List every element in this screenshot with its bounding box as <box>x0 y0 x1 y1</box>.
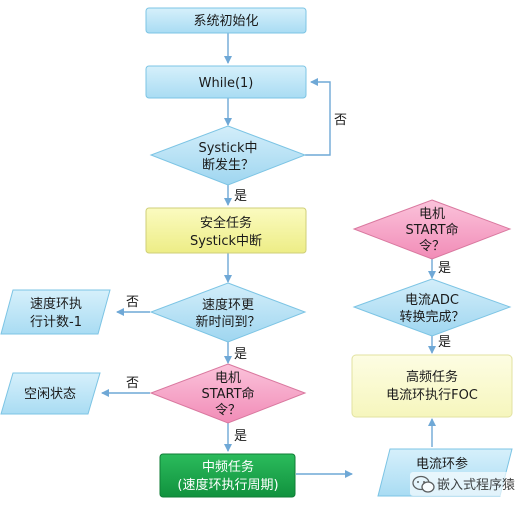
decision-motor-start-right: 电机 START命 令？ <box>352 199 512 260</box>
node-high-freq-text-2: 电流环执行FOC <box>386 388 478 403</box>
label-yes-motor-left: 是 <box>234 429 247 444</box>
decision-motor-right-text-1: 电机 <box>419 207 445 222</box>
node-speed-count-text-1: 速度环执 <box>30 296 82 312</box>
decision-motor-left-text-1: 电机 <box>215 371 241 386</box>
connectors <box>101 33 436 478</box>
node-mid-freq-text-1: 中频任务 <box>202 459 254 475</box>
decision-motor-left-text-3: 令？ <box>215 403 241 418</box>
decision-adc-text-2: 转换完成？ <box>399 310 464 325</box>
label-yes-adc: 是 <box>438 335 451 350</box>
decision-speed-text-1: 速度环更 <box>202 297 254 313</box>
decision-systick-text-2: 断发生？ <box>202 157 254 173</box>
decision-speed-text-2: 新时间到？ <box>195 314 260 330</box>
decision-adc-text-1: 电流ADC <box>405 293 459 308</box>
node-speed-loop-count: 速度环执 行计数-1 <box>0 289 111 335</box>
decision-systick-text-1: Systick中 <box>198 141 257 156</box>
edge-labels: 否 是 否 是 否 是 是 是 <box>126 113 451 444</box>
node-idle-text: 空闲状态 <box>24 387 76 402</box>
node-idle-state: 空闲状态 <box>0 372 101 415</box>
decision-motor-start-left: 电机 START命 令？ <box>149 363 307 424</box>
node-init: 系统初始化 <box>145 7 307 34</box>
watermark-text: 嵌入式程序猿 <box>437 478 515 493</box>
decision-motor-right-text-2: START命 <box>405 222 458 238</box>
node-safety-text-2: Systick中断 <box>190 234 262 249</box>
decision-motor-right-text-3: 令？ <box>419 239 445 254</box>
node-current-param-text-1: 电流环参 <box>416 456 468 472</box>
node-speed-count-text-2: 行计数-1 <box>30 315 82 330</box>
label-yes-systick: 是 <box>234 189 247 204</box>
node-init-text: 系统初始化 <box>193 14 258 29</box>
label-no-motor-left: 否 <box>126 376 139 391</box>
node-high-freq-text-1: 高频任务 <box>406 369 458 385</box>
chat-bubble-icon <box>412 475 435 493</box>
label-no-systick: 否 <box>334 113 347 128</box>
label-yes-motor-right: 是 <box>438 261 451 276</box>
node-while-loop: While(1) <box>145 65 307 99</box>
node-high-freq-task: 高频任务 电流环执行FOC <box>351 354 513 418</box>
node-safety-task: 安全任务 Systick中断 <box>145 207 307 254</box>
label-yes-speed: 是 <box>234 347 247 362</box>
node-mid-freq-task: 中频任务 (速度环执行周期) <box>159 453 296 498</box>
node-while-text: While(1) <box>199 76 254 91</box>
watermark: 嵌入式程序猿 <box>410 472 524 496</box>
label-no-speed: 否 <box>126 295 139 310</box>
decision-adc-complete: 电流ADC 转换完成？ <box>352 278 512 337</box>
node-mid-freq-text-2: (速度环执行周期) <box>177 477 278 493</box>
arrow-systick-no-loop <box>305 78 331 156</box>
decision-speed-loop-update: 速度环更 新时间到？ <box>149 282 307 343</box>
decision-systick-interrupt: Systick中 断发生？ <box>149 125 307 186</box>
node-safety-text-1: 安全任务 <box>200 215 252 231</box>
decision-motor-left-text-2: START命 <box>201 386 254 402</box>
